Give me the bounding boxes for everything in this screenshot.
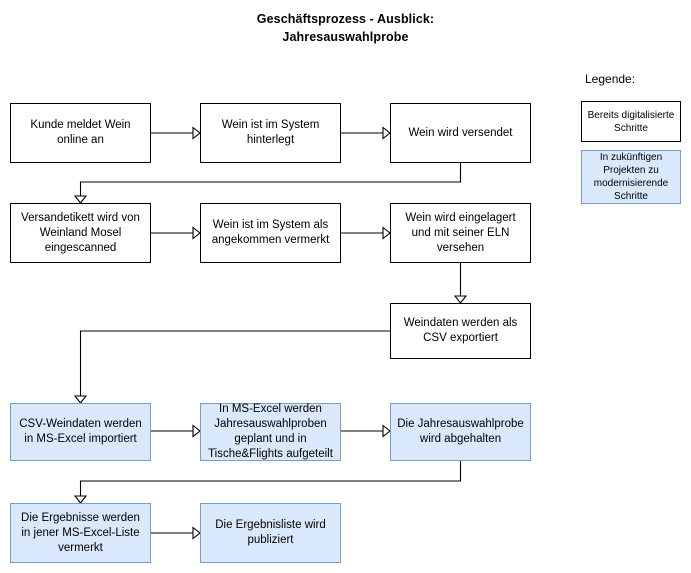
edge-n10-n11 <box>79 461 462 496</box>
node-kunde-meldet-wein[interactable]: Kunde meldet Wein online an <box>10 103 151 163</box>
arrowhead-n10-n11 <box>73 495 88 504</box>
edge-n7-n8 <box>79 330 390 396</box>
arrowhead-n4-n5 <box>192 226 201 240</box>
arrowhead-n2-n3 <box>382 126 391 140</box>
legend-item-label: Bereits digitalisierte Schritte <box>587 109 675 134</box>
page-title-line2: Jahresauswahlprobe <box>282 30 409 44</box>
node-versandetikett-eingescanned[interactable]: Versandetikett wird von Weinland Mosel e… <box>10 203 151 263</box>
page-title: Geschäftsprozess - Ausblick: Jahresauswa… <box>0 10 691 46</box>
edge-n3-n4 <box>79 163 462 196</box>
node-label: Die Jahresauswahlprobe wird abgehalten <box>397 418 524 445</box>
node-jahresauswahlproben-geplant[interactable]: In MS-Excel werden Jahresauswahlproben g… <box>200 403 341 461</box>
page-title-line1: Geschäftsprozess - Ausblick: <box>256 12 435 26</box>
arrowhead-n5-n6 <box>382 226 391 240</box>
node-label: Versandetikett wird von Weinland Mosel e… <box>21 211 140 254</box>
node-label: Kunde meldet Wein online an <box>30 119 131 146</box>
node-label: Die Ergebnisliste wird publiziert <box>215 519 326 546</box>
node-weindaten-csv-export[interactable]: Weindaten werden als CSV exportiert <box>390 303 531 359</box>
node-label: Wein ist im System hinterlegt <box>221 119 320 146</box>
node-label: Weindaten werden als CSV exportiert <box>403 317 518 344</box>
arrowhead-n9-n10 <box>382 424 391 438</box>
node-wein-eingelagert-eln[interactable]: Wein wird eingelagert und mit seiner ELN… <box>390 203 531 263</box>
node-jahresauswahlprobe-abgehalten[interactable]: Die Jahresauswahlprobe wird abgehalten <box>390 403 531 461</box>
legend-item-zukuenftig: In zukünftigen Projekten zu modernisiere… <box>581 150 681 204</box>
node-ergebnisliste-publiziert[interactable]: Die Ergebnisliste wird publiziert <box>200 503 341 563</box>
node-label: Wein wird eingelagert und mit seiner ELN… <box>405 211 516 254</box>
legend-item-digitalisiert: Bereits digitalisierte Schritte <box>581 101 681 142</box>
node-label: CSV-Weindaten werden in MS-Excel importi… <box>19 418 142 445</box>
node-ergebnisse-vermerkt[interactable]: Die Ergebnisse werden in jener MS-Excel-… <box>10 503 151 563</box>
node-label: Wein ist im System als angekommen vermer… <box>211 219 330 246</box>
arrowhead-n11-n12 <box>192 526 201 540</box>
node-wein-wird-versendet[interactable]: Wein wird versendet <box>390 103 531 163</box>
node-csv-import-excel[interactable]: CSV-Weindaten werden in MS-Excel importi… <box>10 403 151 461</box>
arrowhead-n1-n2 <box>192 126 201 140</box>
node-label: In MS-Excel werden Jahresauswahlproben g… <box>208 403 333 460</box>
arrowhead-n7-n8 <box>73 395 88 404</box>
arrowhead-n3-n4 <box>73 195 88 204</box>
legend-item-label: In zukünftigen Projekten zu modernisiere… <box>593 152 669 202</box>
legend-heading: Legende: <box>585 72 636 86</box>
node-wein-angekommen-vermerkt[interactable]: Wein ist im System als angekommen vermer… <box>200 203 341 263</box>
node-label: Die Ergebnisse werden in jener MS-Excel-… <box>21 511 140 554</box>
arrowhead-n6-n7 <box>453 295 468 304</box>
node-label: Wein wird versendet <box>408 126 513 139</box>
arrowhead-n8-n9 <box>192 424 201 438</box>
node-wein-im-system-hinterlegt[interactable]: Wein ist im System hinterlegt <box>200 103 341 163</box>
